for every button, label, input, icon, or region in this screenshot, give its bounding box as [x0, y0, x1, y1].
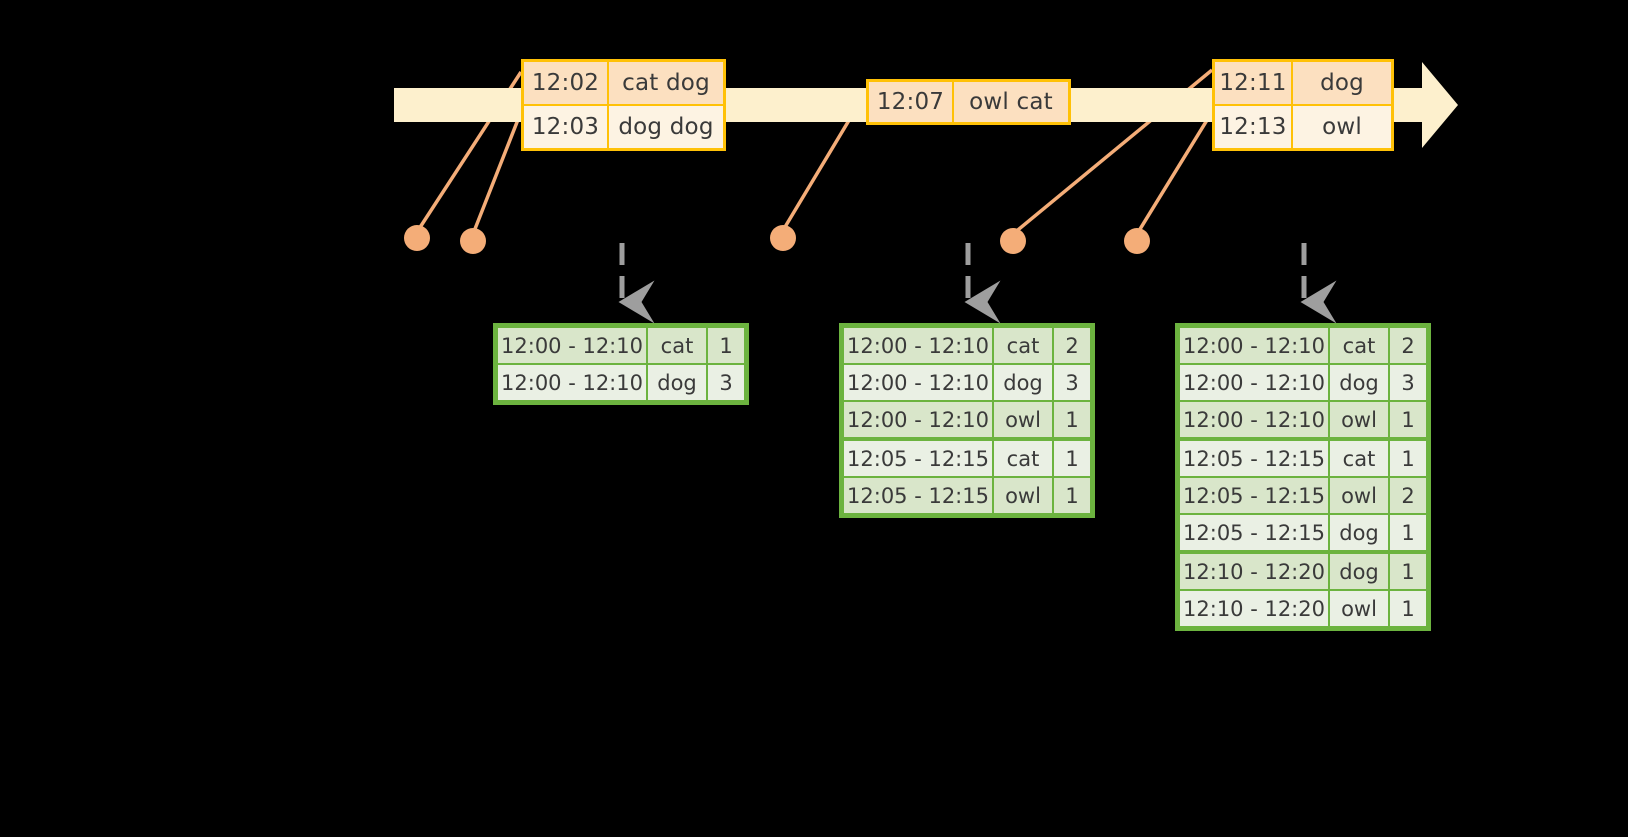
- event-words: cat dog: [609, 62, 723, 104]
- event-row[interactable]: 12:07 owl cat: [869, 82, 1068, 122]
- cell-window: 12:10 - 12:20: [1180, 554, 1328, 589]
- cell-count: 2: [1390, 328, 1426, 363]
- cell-word: cat: [648, 328, 706, 363]
- cell-word: dog: [1330, 515, 1388, 550]
- cell-word: dog: [1330, 365, 1388, 400]
- event-time: 12:02: [524, 62, 609, 104]
- event-group-2[interactable]: 12:07 owl cat: [866, 79, 1071, 125]
- cell-word: owl: [994, 402, 1052, 437]
- cell-window: 12:00 - 12:10: [1180, 365, 1328, 400]
- event-time: 12:11: [1215, 62, 1293, 104]
- event-words: owl: [1293, 106, 1391, 148]
- cell-word: owl: [1330, 402, 1388, 437]
- connector-dot-5: [1124, 228, 1150, 254]
- cell-count: 1: [1390, 441, 1426, 476]
- cell-window: 12:00 - 12:10: [844, 365, 992, 400]
- cell-window: 12:00 - 12:10: [1180, 402, 1328, 437]
- event-words: dog dog: [609, 106, 723, 148]
- cell-word: cat: [1330, 328, 1388, 363]
- event-time: 12:13: [1215, 106, 1293, 148]
- cell-count: 1: [1054, 402, 1090, 437]
- cell-window: 12:05 - 12:15: [1180, 515, 1328, 550]
- connector-dot-2: [460, 228, 486, 254]
- event-time: 12:03: [524, 106, 609, 148]
- cell-window: 12:05 - 12:15: [844, 478, 992, 513]
- cell-count: 3: [708, 365, 744, 400]
- cell-count: 1: [1390, 515, 1426, 550]
- dashed-arrows: [618, 243, 1337, 324]
- cell-word: dog: [1330, 554, 1388, 589]
- cell-word: cat: [1330, 441, 1388, 476]
- cell-word: owl: [1330, 478, 1388, 513]
- cell-count: 1: [1054, 478, 1090, 513]
- event-group-3[interactable]: 12:11 dog 12:13 owl: [1212, 59, 1394, 151]
- cell-count: 1: [1390, 402, 1426, 437]
- connector-dot-4: [1000, 228, 1026, 254]
- event-group-1[interactable]: 12:02 cat dog 12:03 dog dog: [521, 59, 726, 151]
- cell-window: 12:10 - 12:20: [1180, 591, 1328, 626]
- leader-line-1: [415, 71, 523, 233]
- cell-word: dog: [648, 365, 706, 400]
- cell-count: 2: [1054, 328, 1090, 363]
- cell-count: 3: [1390, 365, 1426, 400]
- event-time: 12:07: [869, 82, 954, 122]
- cell-window: 12:00 - 12:10: [498, 365, 646, 400]
- event-words: dog: [1293, 62, 1391, 104]
- connector-dot-3: [770, 225, 796, 251]
- cell-word: owl: [1330, 591, 1388, 626]
- cell-window: 12:05 - 12:15: [844, 441, 992, 476]
- cell-window: 12:00 - 12:10: [844, 402, 992, 437]
- cell-window: 12:00 - 12:10: [844, 328, 992, 363]
- cell-word: cat: [994, 441, 1052, 476]
- cell-count: 1: [708, 328, 744, 363]
- event-row[interactable]: 12:11 dog: [1215, 62, 1391, 106]
- cell-word: cat: [994, 328, 1052, 363]
- leader-line-3: [780, 91, 868, 233]
- event-row[interactable]: 12:03 dog dog: [524, 106, 723, 148]
- leader-line-5: [1135, 111, 1214, 235]
- leader-line-2: [471, 111, 523, 235]
- event-row[interactable]: 12:13 owl: [1215, 106, 1391, 148]
- cell-window: 12:05 - 12:15: [1180, 441, 1328, 476]
- cell-count: 1: [1054, 441, 1090, 476]
- cell-count: 1: [1390, 554, 1426, 589]
- cell-word: owl: [994, 478, 1052, 513]
- cell-window: 12:05 - 12:15: [1180, 478, 1328, 513]
- cell-window: 12:00 - 12:10: [1180, 328, 1328, 363]
- cell-count: 2: [1390, 478, 1426, 513]
- event-row[interactable]: 12:02 cat dog: [524, 62, 723, 106]
- cell-count: 3: [1054, 365, 1090, 400]
- event-words: owl cat: [954, 82, 1068, 122]
- cell-count: 1: [1390, 591, 1426, 626]
- cell-word: dog: [994, 365, 1052, 400]
- cell-window: 12:00 - 12:10: [498, 328, 646, 363]
- connector-dot-1: [404, 225, 430, 251]
